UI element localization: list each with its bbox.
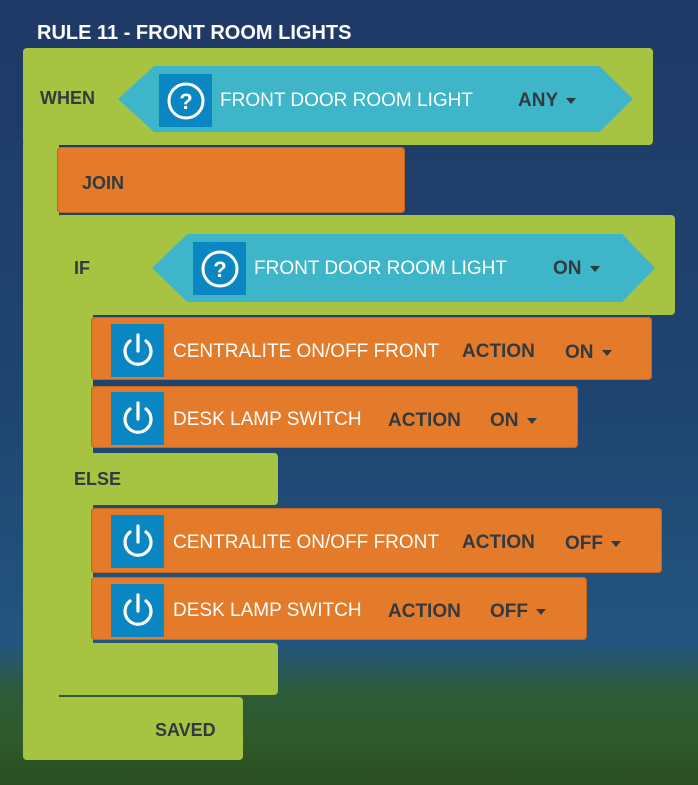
- when-device-name: FRONT DOOR ROOM LIGHT: [220, 90, 473, 111]
- power-icon: [111, 324, 164, 377]
- else-label: ELSE: [74, 469, 122, 489]
- action-label: ACTION: [388, 410, 461, 431]
- action-device-name: CENTRALITE ON/OFF FRONT: [173, 532, 439, 553]
- action-value-dropdown[interactable]: ON: [490, 410, 537, 432]
- rule-footer: [23, 697, 243, 760]
- if-value: ON: [553, 258, 582, 279]
- if-device-name: FRONT DOOR ROOM LIGHT: [254, 258, 507, 279]
- action-value: OFF: [490, 601, 528, 622]
- power-icon: [111, 515, 164, 568]
- power-icon: [111, 584, 164, 637]
- join-block[interactable]: [57, 147, 405, 213]
- chevron-down-icon: [536, 608, 546, 615]
- action-label: ACTION: [462, 341, 535, 362]
- when-label: WHEN: [40, 88, 95, 108]
- when-value: ANY: [518, 90, 559, 111]
- action-label: ACTION: [388, 601, 461, 622]
- svg-text:?: ?: [179, 89, 192, 114]
- action-block[interactable]: [91, 317, 652, 380]
- power-icon: [111, 392, 164, 445]
- chevron-down-icon: [566, 97, 577, 104]
- action-value-dropdown[interactable]: OFF: [490, 601, 546, 623]
- question-icon: ?: [193, 242, 246, 295]
- action-value: ON: [490, 410, 519, 431]
- action-label: ACTION: [462, 532, 535, 553]
- rule-spine: [23, 140, 59, 760]
- action-block[interactable]: [91, 386, 578, 448]
- action-device-name: CENTRALITE ON/OFF FRONT: [173, 341, 439, 362]
- else-row: [57, 453, 278, 505]
- when-value-dropdown[interactable]: ANY: [518, 90, 577, 112]
- action-value-dropdown[interactable]: ON: [565, 342, 612, 364]
- action-block[interactable]: [91, 577, 587, 640]
- action-device-name: DESK LAMP SWITCH: [173, 600, 362, 621]
- svg-text:?: ?: [213, 257, 226, 282]
- join-label: JOIN: [82, 173, 125, 193]
- if-label: IF: [74, 258, 90, 278]
- chevron-down-icon: [526, 417, 537, 424]
- chevron-down-icon: [611, 540, 621, 547]
- action-value: OFF: [565, 533, 603, 554]
- action-block[interactable]: [91, 508, 662, 573]
- if-value-dropdown[interactable]: ON: [553, 258, 600, 280]
- chevron-down-icon: [601, 349, 612, 356]
- rule-title: RULE 11 - FRONT ROOM LIGHTS: [37, 22, 352, 44]
- saved-status: SAVED: [155, 720, 216, 740]
- action-value: ON: [565, 342, 594, 363]
- action-device-name: DESK LAMP SWITCH: [173, 409, 362, 430]
- chevron-down-icon: [589, 265, 600, 272]
- action-value-dropdown[interactable]: OFF: [565, 533, 621, 555]
- question-icon: ?: [159, 74, 212, 127]
- if-footer: [57, 643, 278, 695]
